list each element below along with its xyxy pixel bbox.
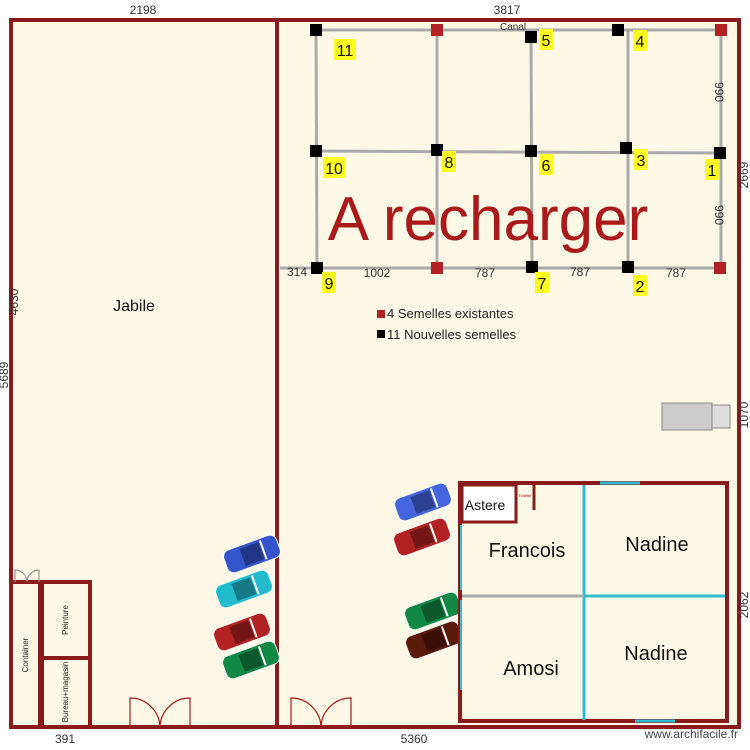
car-icon xyxy=(215,569,273,609)
existing-footing xyxy=(715,24,727,36)
dim-grid-h: 1002 xyxy=(364,266,391,280)
footing-label: 6 xyxy=(542,158,551,175)
room-peinture: Peinture xyxy=(61,605,70,635)
dim-left-inner: 4630 xyxy=(7,288,21,315)
footing-label-bg xyxy=(539,154,553,175)
room-toilet: Toilette xyxy=(519,493,532,498)
canal-label: Canal xyxy=(500,22,526,33)
footing-label-bg xyxy=(539,29,553,50)
footing-label-bg xyxy=(633,275,647,296)
footing-label: 10 xyxy=(325,161,343,178)
new-footing xyxy=(311,262,323,274)
dim-grid-h: 787 xyxy=(475,266,495,280)
existing-footing xyxy=(431,262,443,274)
new-footing xyxy=(431,144,443,156)
outer-wall xyxy=(9,18,741,729)
new-footing xyxy=(525,31,537,43)
dim-left-outer: 5689 xyxy=(0,361,11,388)
footing-label: 2 xyxy=(636,279,645,296)
room-astere: Astere xyxy=(465,497,506,513)
car-icon xyxy=(222,640,280,680)
dim-right-top: 2669 xyxy=(737,161,750,188)
car-icon xyxy=(213,612,271,652)
cars xyxy=(213,482,463,680)
car-icon xyxy=(405,620,463,660)
new-footing xyxy=(526,261,538,273)
dim-right-bottom: 2062 xyxy=(737,591,750,618)
existing-footing xyxy=(714,262,726,274)
truck-icon xyxy=(661,402,731,431)
footing-label: 1 xyxy=(708,163,717,180)
room-container: Container xyxy=(21,637,30,672)
footing-label-bg xyxy=(323,157,345,178)
legend-existing: 4 Semelles existantes xyxy=(387,306,514,321)
footing-label-bg xyxy=(633,30,647,51)
new-footing xyxy=(622,261,634,273)
legend: 4 Semelles existantes 11 Nouvelles semel… xyxy=(377,306,517,342)
footing-label: 3 xyxy=(637,153,646,170)
legend-swatch-new xyxy=(377,330,385,338)
footing-label-bg xyxy=(634,149,648,170)
footing-label: 8 xyxy=(445,155,454,172)
existing-footing xyxy=(431,24,443,36)
room-bureau: Bureau+magasin xyxy=(61,662,70,723)
office-building xyxy=(458,481,729,723)
dim-grid-h: 787 xyxy=(570,265,590,279)
footing-label: 7 xyxy=(538,276,547,293)
footing-label-bg xyxy=(705,159,719,180)
car-icon xyxy=(394,482,452,522)
title: A recharger xyxy=(328,185,649,254)
room-nadine-bottom: Nadine xyxy=(624,643,687,665)
room-amosi: Amosi xyxy=(503,658,559,680)
legend-swatch-existing xyxy=(377,310,385,318)
new-footing xyxy=(525,145,537,157)
footing-label: 4 xyxy=(636,34,645,51)
room-nadine-top: Nadine xyxy=(625,534,688,556)
footing-label-bg xyxy=(334,39,356,60)
footing-label: 11 xyxy=(337,43,354,60)
legend-new: 11 Nouvelles semelles xyxy=(387,327,517,342)
footing-label-bg xyxy=(535,272,549,293)
footing-label-bg xyxy=(322,272,336,293)
new-footing xyxy=(310,145,322,157)
doors xyxy=(14,569,352,729)
footings xyxy=(310,24,727,274)
dim-right-mid: 1070 xyxy=(737,401,750,428)
new-footing xyxy=(310,24,322,36)
left-rooms xyxy=(12,580,92,729)
car-icon xyxy=(393,517,451,557)
dim-grid-h: 314 xyxy=(287,265,307,279)
footing-label: 5 xyxy=(542,33,551,50)
room-francois: Francois xyxy=(489,540,566,562)
dim-top-left: 2198 xyxy=(130,3,157,17)
dim-top-right: 3817 xyxy=(494,3,521,17)
footing-label-bg xyxy=(442,151,456,172)
dim-bottom-left: 391 xyxy=(55,732,75,746)
dim-bottom-mid: 5360 xyxy=(401,732,428,746)
dim-grid-v2: 990 xyxy=(712,205,726,225)
dim-grid-h: 787 xyxy=(666,266,686,280)
room-jabile: Jabile xyxy=(113,298,155,315)
dim-grid-v1: 990 xyxy=(712,82,726,102)
new-footing xyxy=(714,147,726,159)
new-footing xyxy=(612,24,624,36)
car-icon xyxy=(223,534,281,574)
footing-label: 9 xyxy=(325,276,334,293)
watermark: www.archifacile.fr xyxy=(644,727,738,741)
new-footing xyxy=(620,142,632,154)
footing-labels: 1 2 3 4 5 6 7 8 9 10 11 xyxy=(322,29,719,296)
